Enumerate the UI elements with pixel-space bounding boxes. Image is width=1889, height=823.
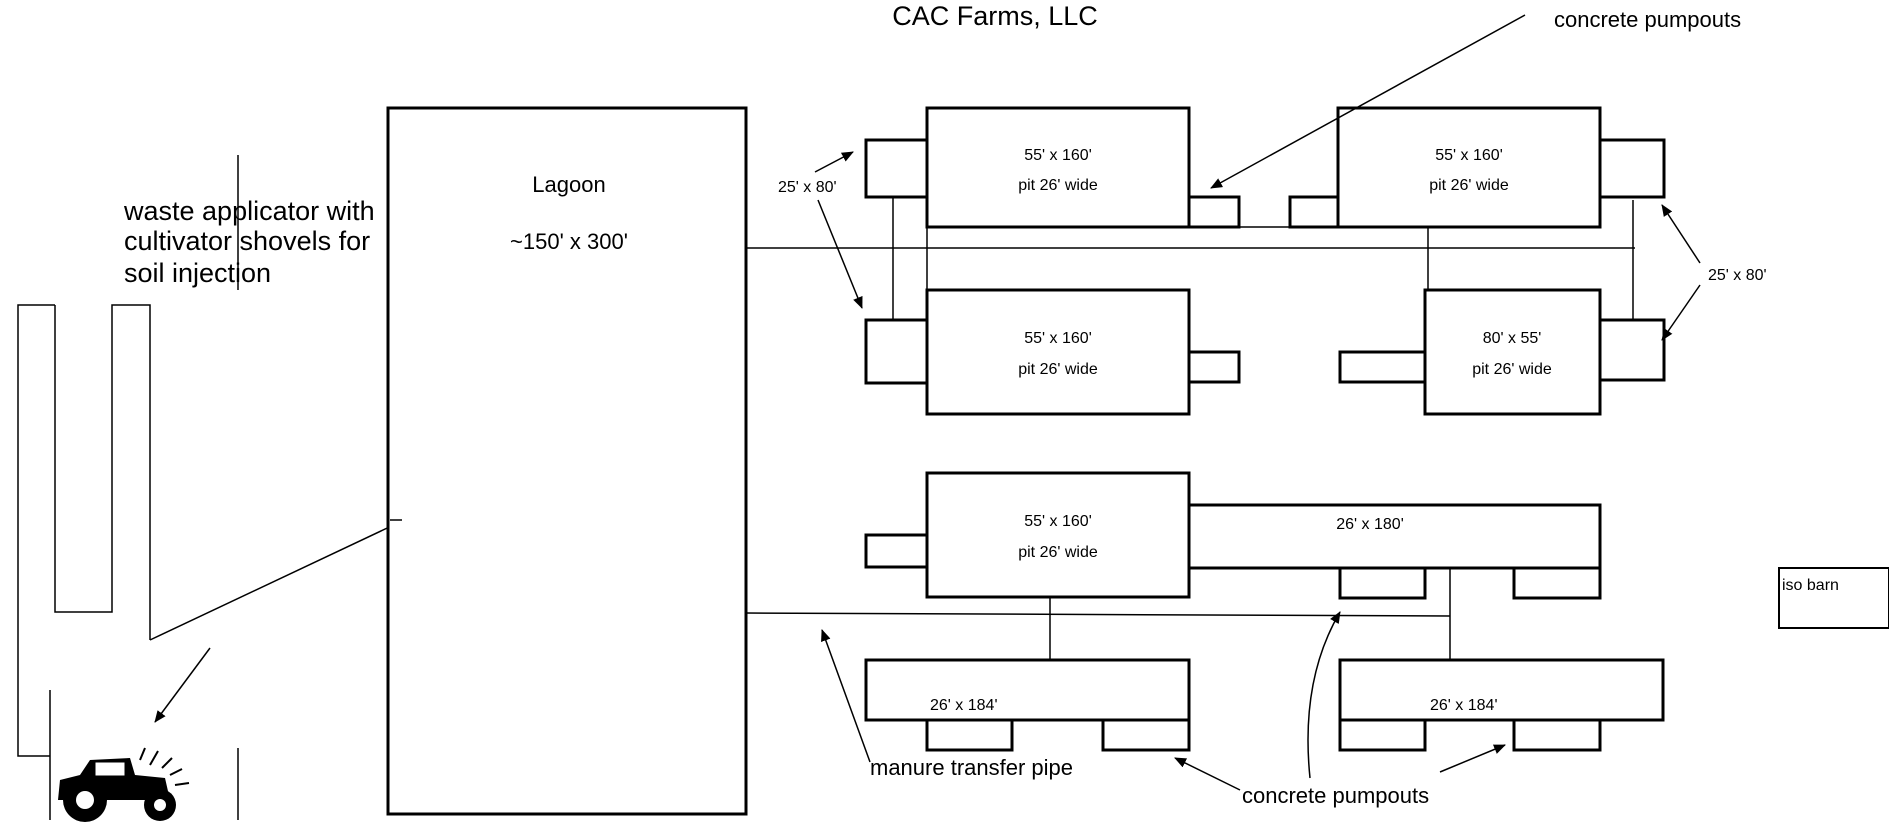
pumpout-mid-left-right: [1187, 350, 1241, 384]
lagoon-name: Lagoon: [532, 172, 605, 197]
callout-manure-transfer-pipe: manure transfer pipe: [870, 755, 1073, 780]
svg-text:cultivator shovels for: cultivator shovels for: [124, 226, 370, 256]
pumpout-lower-long-b: [1512, 566, 1602, 600]
barn-lower-left: [925, 471, 1191, 599]
svg-text:55' x 160': 55' x 160': [1024, 330, 1092, 347]
barn-mid-right: [1423, 288, 1602, 416]
svg-text:soil injection: soil injection: [124, 258, 271, 288]
pumpout-bottom-left-a: [925, 718, 1014, 752]
iso-barn: [1778, 567, 1889, 629]
svg-text:55' x 160': 55' x 160': [1024, 513, 1092, 530]
pumpout-mid-right: [1598, 318, 1666, 382]
svg-text:pit 26' wide: pit 26' wide: [1018, 361, 1098, 378]
lagoon: [386, 106, 748, 816]
tractor-arrow: [154, 647, 211, 723]
svg-text:26' x 184': 26' x 184': [1430, 697, 1498, 714]
pumpout-lower-left: [864, 533, 929, 569]
callout-arrows: [814, 14, 1701, 791]
barn-lower-long: [1187, 503, 1602, 570]
pumpout-bottom-left-b: [1101, 718, 1191, 752]
pumpout-size-right: 25' x 80': [1708, 267, 1767, 284]
svg-text:pit 26' wide: pit 26' wide: [1018, 544, 1098, 561]
callout-concrete-pumpouts-top: concrete pumpouts: [1554, 7, 1741, 32]
field-outline: [17, 155, 401, 820]
svg-text:55' x 160': 55' x 160': [1435, 147, 1503, 164]
pumpout-top-right: [1598, 138, 1666, 199]
svg-text:pit 26' wide: pit 26' wide: [1472, 361, 1552, 378]
pumpout-top-right-left: [1288, 195, 1340, 229]
barn-top-left: [925, 106, 1191, 229]
tractor-icon: [58, 747, 190, 822]
pumpout-bottom-right-a: [1338, 718, 1427, 752]
barn-bottom-right: [1338, 658, 1665, 722]
svg-text:26' x 180': 26' x 180': [1336, 516, 1404, 533]
pumpout-top-left-right: [1187, 195, 1241, 229]
lagoon-size: ~150' x 300': [510, 229, 628, 254]
barn-mid-left: [925, 288, 1191, 416]
barn-bottom-left: [864, 658, 1191, 722]
pumpout-mid-right-left: [1338, 350, 1427, 384]
svg-text:pit 26' wide: pit 26' wide: [1429, 177, 1509, 194]
svg-text:80' x 55': 80' x 55': [1483, 330, 1542, 347]
pumpout-lower-long-a: [1338, 566, 1427, 600]
applicator-note: waste applicator with cultivator shovels…: [123, 196, 375, 288]
pumpout-size-left: 25' x 80': [778, 179, 837, 196]
pumpout-mid-left: [864, 318, 929, 385]
svg-text:iso barn: iso barn: [1782, 577, 1839, 594]
callout-concrete-pumpouts-bottom: concrete pumpouts: [1242, 783, 1429, 808]
svg-text:pit 26' wide: pit 26' wide: [1018, 177, 1098, 194]
pumpout-bottom-right-b: [1512, 718, 1602, 752]
svg-text:waste applicator with: waste applicator with: [123, 196, 375, 226]
pumpout-top-left: [864, 138, 929, 199]
svg-text:26' x 184': 26' x 184': [930, 697, 998, 714]
barn-top-right: [1336, 106, 1602, 229]
svg-text:55' x 160': 55' x 160': [1024, 147, 1092, 164]
diagram-title: CAC Farms, LLC: [892, 1, 1098, 31]
